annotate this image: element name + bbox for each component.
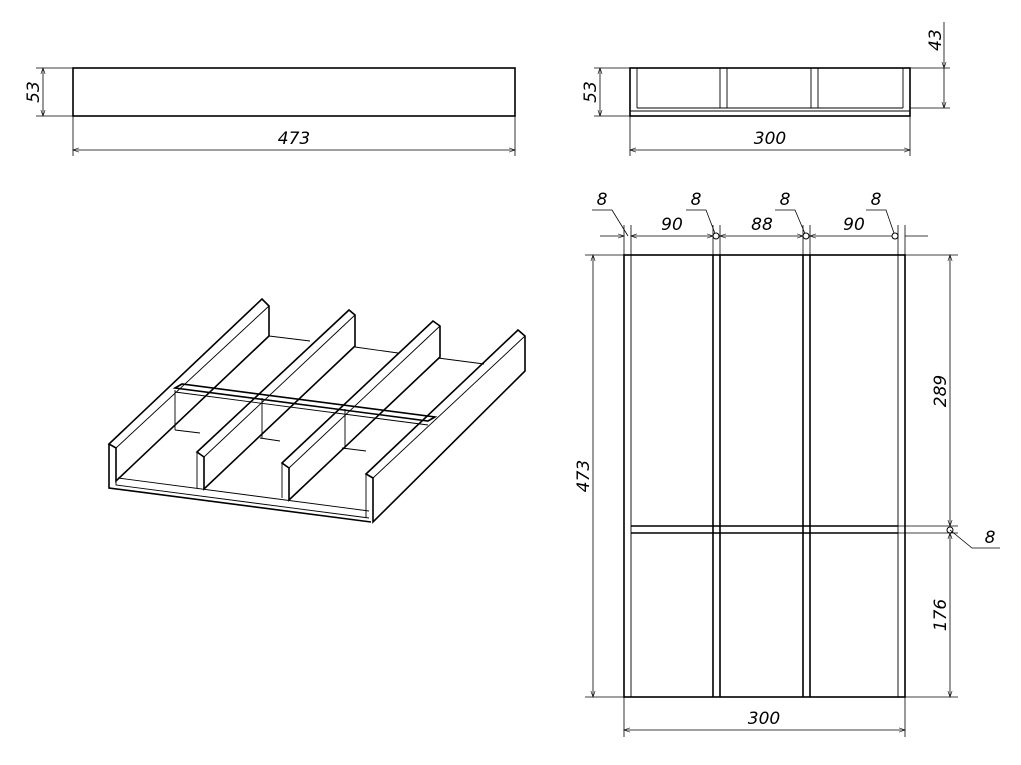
plan-lower-length-label: 176 [931, 599, 951, 632]
plan-divider-2-label: 8 [780, 190, 791, 210]
plan-divider-3-label: 8 [871, 190, 882, 210]
front-length-label: 473 [278, 129, 310, 149]
plan-section-3-label: 90 [843, 215, 865, 235]
side-depth-label: 43 [926, 29, 946, 51]
plan-section-2-label: 88 [751, 215, 773, 235]
side-height-label: 53 [581, 81, 601, 103]
plan-outline [623, 254, 906, 698]
plan-total-length-label: 473 [574, 460, 594, 492]
plan-section-1-label: 90 [661, 215, 683, 235]
front-view-outline [72, 67, 516, 117]
side-view: 53 43 300 [581, 22, 950, 156]
side-length-label: 300 [754, 129, 786, 149]
side-view-outline [629, 67, 911, 117]
plan-wall-left-label: 8 [597, 190, 608, 210]
plan-upper-length-label: 289 [931, 375, 951, 407]
plan-view: 8 90 8 88 8 90 8 473 289 176 8 [574, 190, 1000, 737]
isometric-view [107, 297, 526, 524]
front-height-label: 53 [24, 81, 44, 103]
front-view: 53 473 [24, 67, 516, 156]
plan-cross-divider-label: 8 [985, 528, 996, 548]
plan-divider-1-label: 8 [691, 190, 702, 210]
plan-total-width-label: 300 [748, 709, 780, 729]
